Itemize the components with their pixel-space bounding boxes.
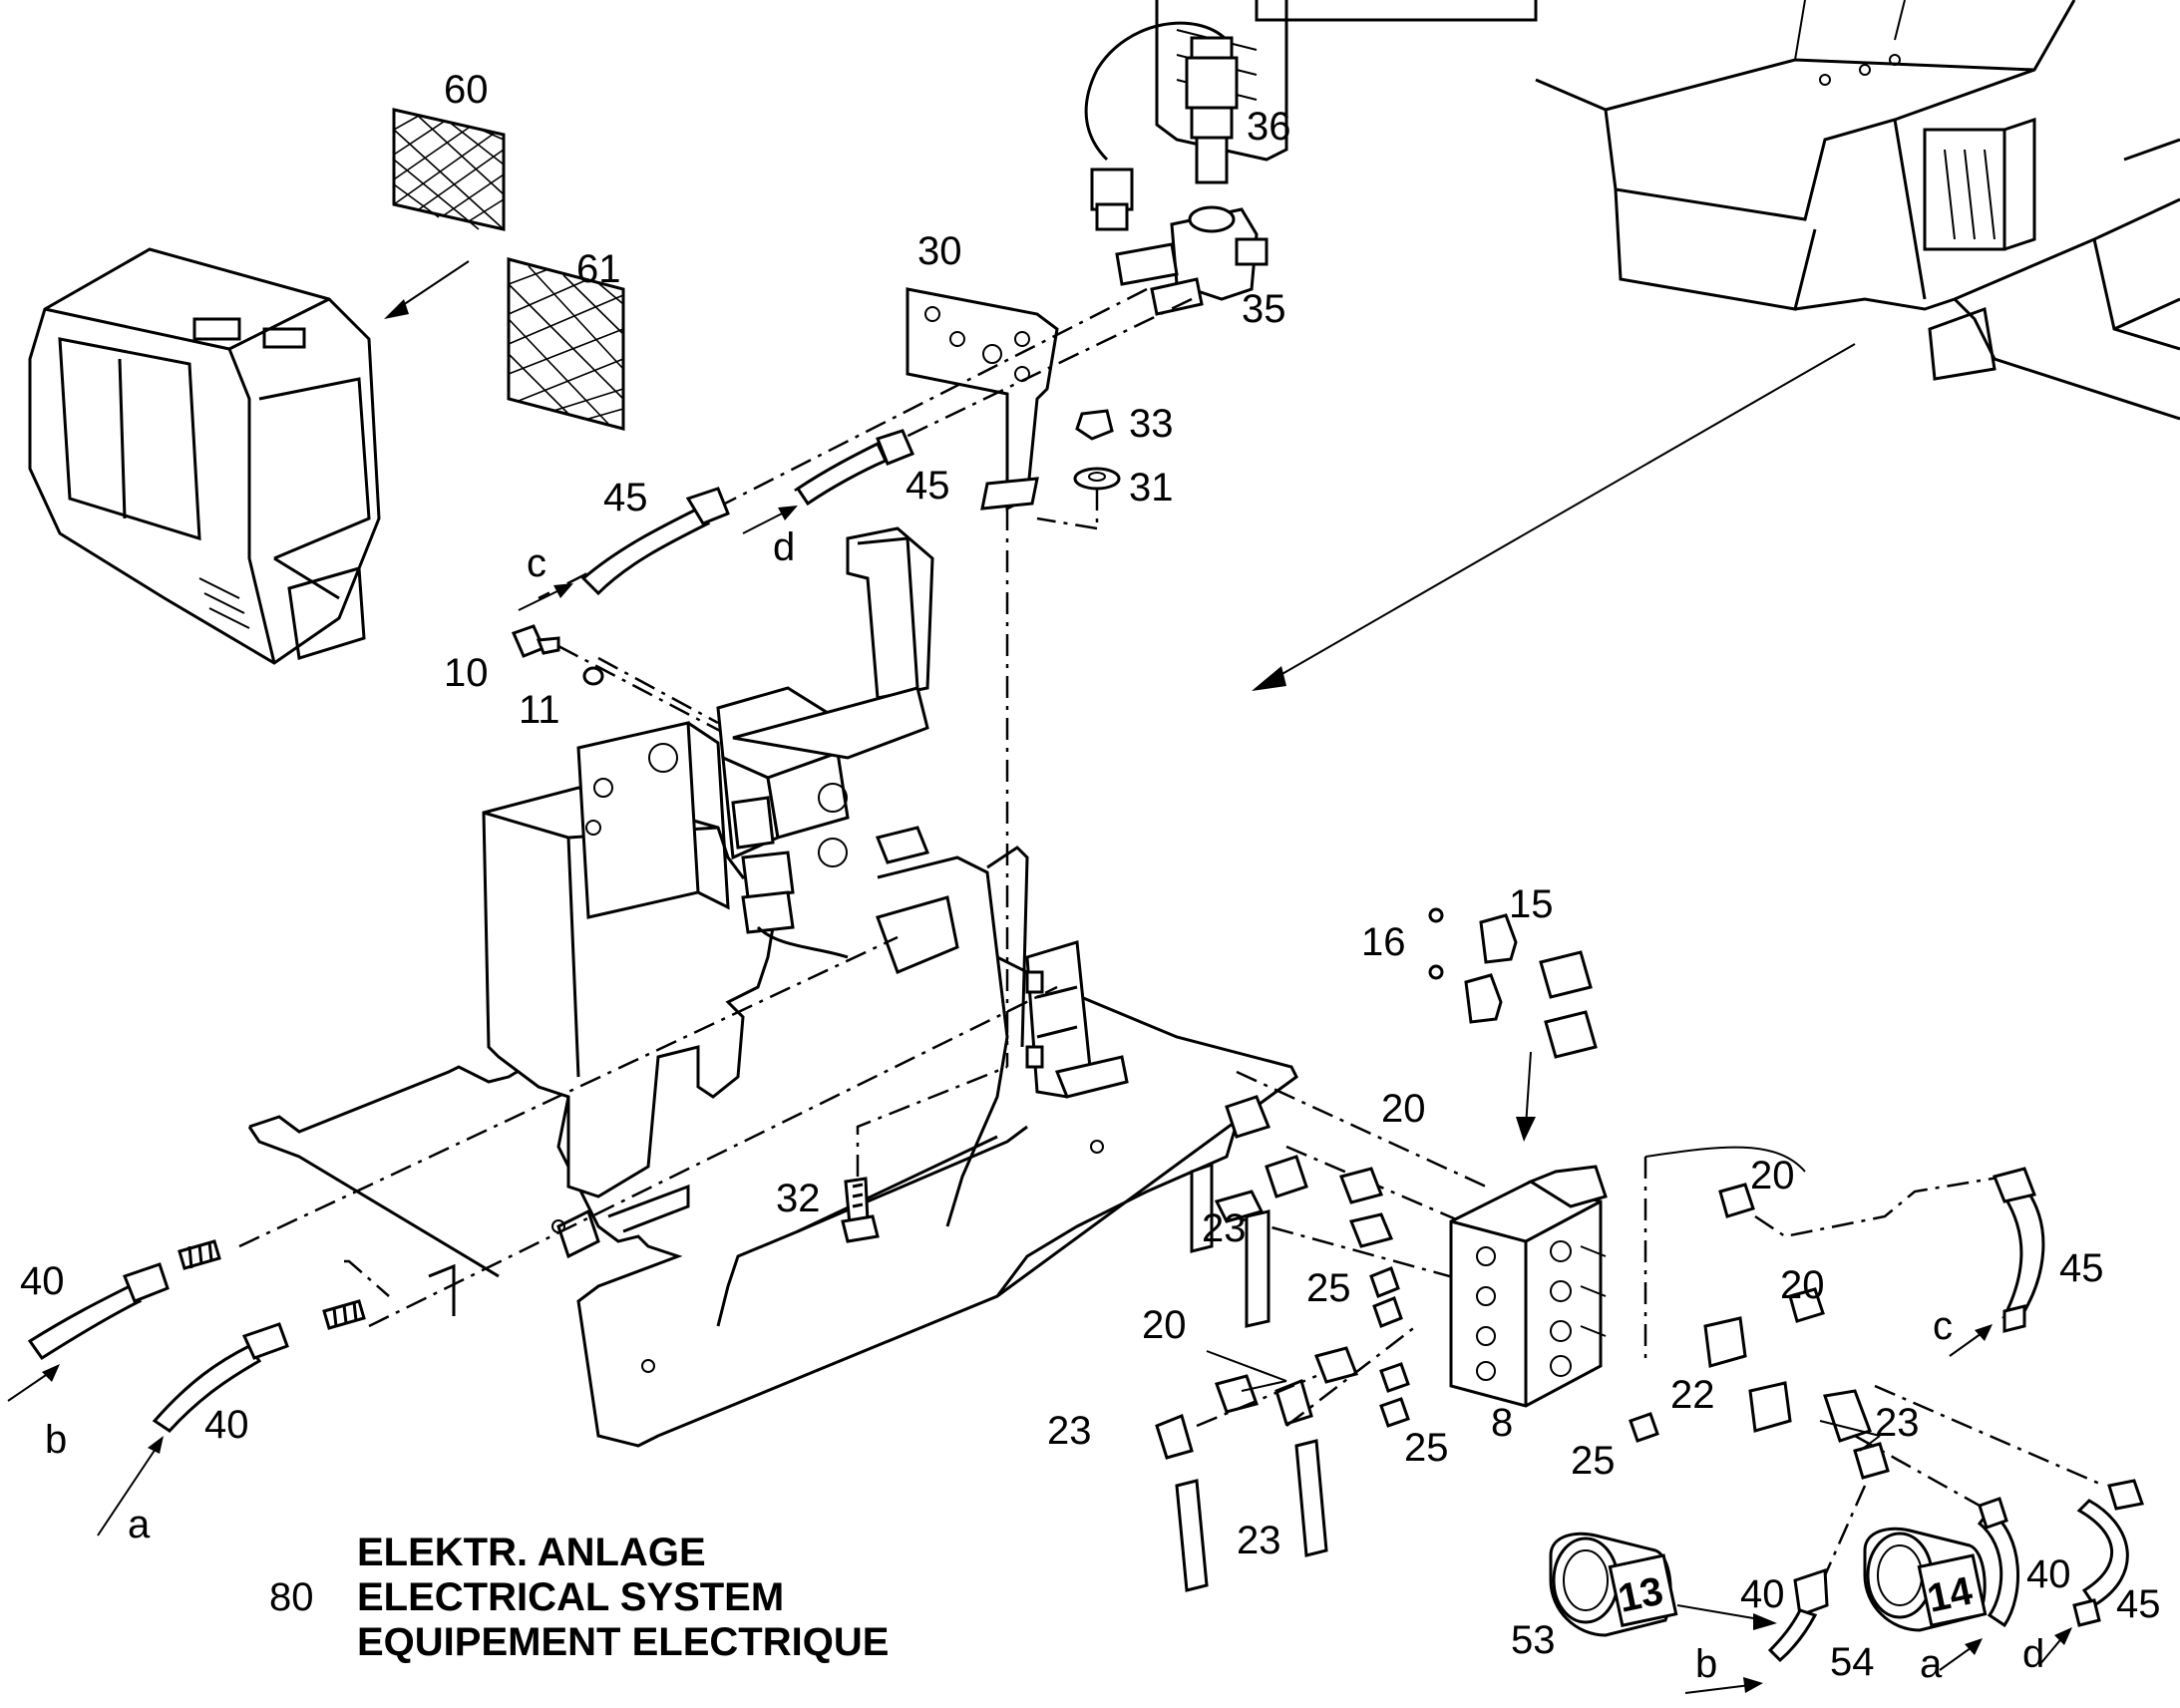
callout-b-bottom: b [1695,1642,1717,1686]
callout-31: 31 [1129,466,1174,510]
callout-20-a: 20 [1381,1087,1426,1131]
group-number: 80 [269,1575,314,1619]
flow-arrow-b-bottom [1684,1677,1763,1694]
callout-53: 53 [1511,1618,1556,1662]
short-hoses-23 [1175,1095,1328,1592]
callout-15: 15 [1509,882,1554,926]
bracket-30 [906,287,1059,512]
callout-25-b: 25 [1404,1426,1449,1470]
callout-c-right: c [1933,1304,1953,1348]
decal-61 [507,257,625,431]
flow-arrow-d-bottom [2038,1627,2072,1666]
flow-arrow-b-left [7,1364,60,1402]
callout-labels: 60 61 36 30 35 33 31 45 45 c d 10 11 15 … [20,68,2161,1686]
callout-54: 54 [1830,1640,1875,1684]
callout-d-upper: d [773,525,795,569]
callout-c-upper: c [527,541,546,585]
hose-40-left-upper [27,1239,221,1361]
callout-20-b: 20 [1750,1154,1795,1197]
hose-45-right [1643,1146,2045,1361]
marker-14-label: 14 [1924,1568,1977,1620]
callout-60: 60 [444,68,489,112]
mounting-base-plate [247,955,1298,1448]
callout-40-bottom-right: 40 [2026,1552,2071,1596]
valve-block-assembly [482,526,1129,1227]
decal-60 [392,108,506,231]
title-german: ELEKTR. ANLAGE [357,1531,706,1574]
manifold-fittings [1155,1167,1890,1480]
callout-45-bottom: 45 [2116,1582,2161,1626]
callout-32: 32 [776,1177,821,1220]
callout-23-c: 23 [1047,1409,1092,1453]
callout-30: 30 [917,229,962,273]
callout-23-a: 23 [1202,1206,1247,1250]
screw-10 [511,624,560,658]
callout-10: 10 [444,651,489,695]
operator-cab-illustration [28,247,381,665]
title-french: EQUIPEMENT ELECTRIQUE [357,1620,889,1664]
nut-33 [1075,409,1114,441]
hose-40-bottom [1767,1497,2019,1663]
callout-11: 11 [519,688,560,732]
callout-35: 35 [1242,287,1286,331]
flow-arrow-c-right [1949,1324,1993,1357]
callout-25-a: 25 [1306,1266,1351,1310]
marker-ring-54: 14 [1863,1527,1988,1632]
callout-20-d: 20 [1142,1303,1187,1347]
marker-arrow-53 [1676,1604,1777,1630]
leader-lines-lower-left [238,935,1497,1328]
callout-a-bottom: a [1920,1642,1943,1686]
relay-15-16-group [1428,907,1598,1059]
relay-arrow [1516,1051,1536,1142]
callout-40-left-lower: 40 [204,1403,249,1447]
callout-45-right: 45 [2059,1246,2104,1290]
flow-arrow-d-upper [742,506,798,534]
callout-40-left-upper: 40 [20,1259,65,1303]
callout-20-c: 20 [1780,1263,1825,1307]
tee-fitting-35 [1115,205,1269,316]
callout-36: 36 [1247,105,1291,149]
callout-d-bottom: d [2022,1632,2044,1676]
callout-23-b: 23 [1875,1401,1920,1445]
manifold-block-8 [1449,1165,1608,1408]
callout-b-left: b [45,1418,67,1462]
hose-40-left-lower [152,1299,366,1433]
machine-frame-illustration [1155,0,2180,421]
marker-ring-53: 13 [1549,1532,1678,1637]
callout-23-d: 23 [1237,1519,1281,1562]
callout-40-bottom-left: 40 [1740,1572,1785,1616]
flow-arrow-a-left [97,1436,164,1537]
leader-lines-lower-right [1196,1325,2105,1576]
marker-13-label: 13 [1615,1569,1667,1621]
callout-45-upper-right: 45 [906,464,950,508]
callout-16: 16 [1361,920,1406,964]
callout-61: 61 [576,247,621,291]
hose-45-bottom-right [2072,1479,2144,1627]
washer-11 [582,666,604,686]
hose-45-upper-left [580,487,730,596]
callout-a-left: a [128,1503,151,1546]
title-english: ELECTRICAL SYSTEM [357,1575,784,1619]
cab-pointer-arrow [384,260,470,319]
flow-arrow-a-bottom [1939,1638,1983,1671]
callout-8: 8 [1491,1401,1513,1445]
pressure-switch-36 [1084,21,1239,231]
callout-25-c: 25 [1571,1439,1616,1483]
flow-arrow-c-upper [518,583,573,611]
callout-22: 22 [1670,1373,1715,1417]
screw-32 [841,1177,880,1243]
title-block: 80 ELEKTR. ANLAGE ELECTRICAL SYSTEM EQUI… [269,1531,889,1664]
leader-lines-upper [538,287,1193,1067]
hose-45-upper-right [795,429,914,507]
callout-45-upper-left: 45 [603,476,648,519]
washer-31 [1073,467,1121,491]
assembly-direction-arrow [1252,343,1856,691]
callout-33: 33 [1129,402,1174,446]
